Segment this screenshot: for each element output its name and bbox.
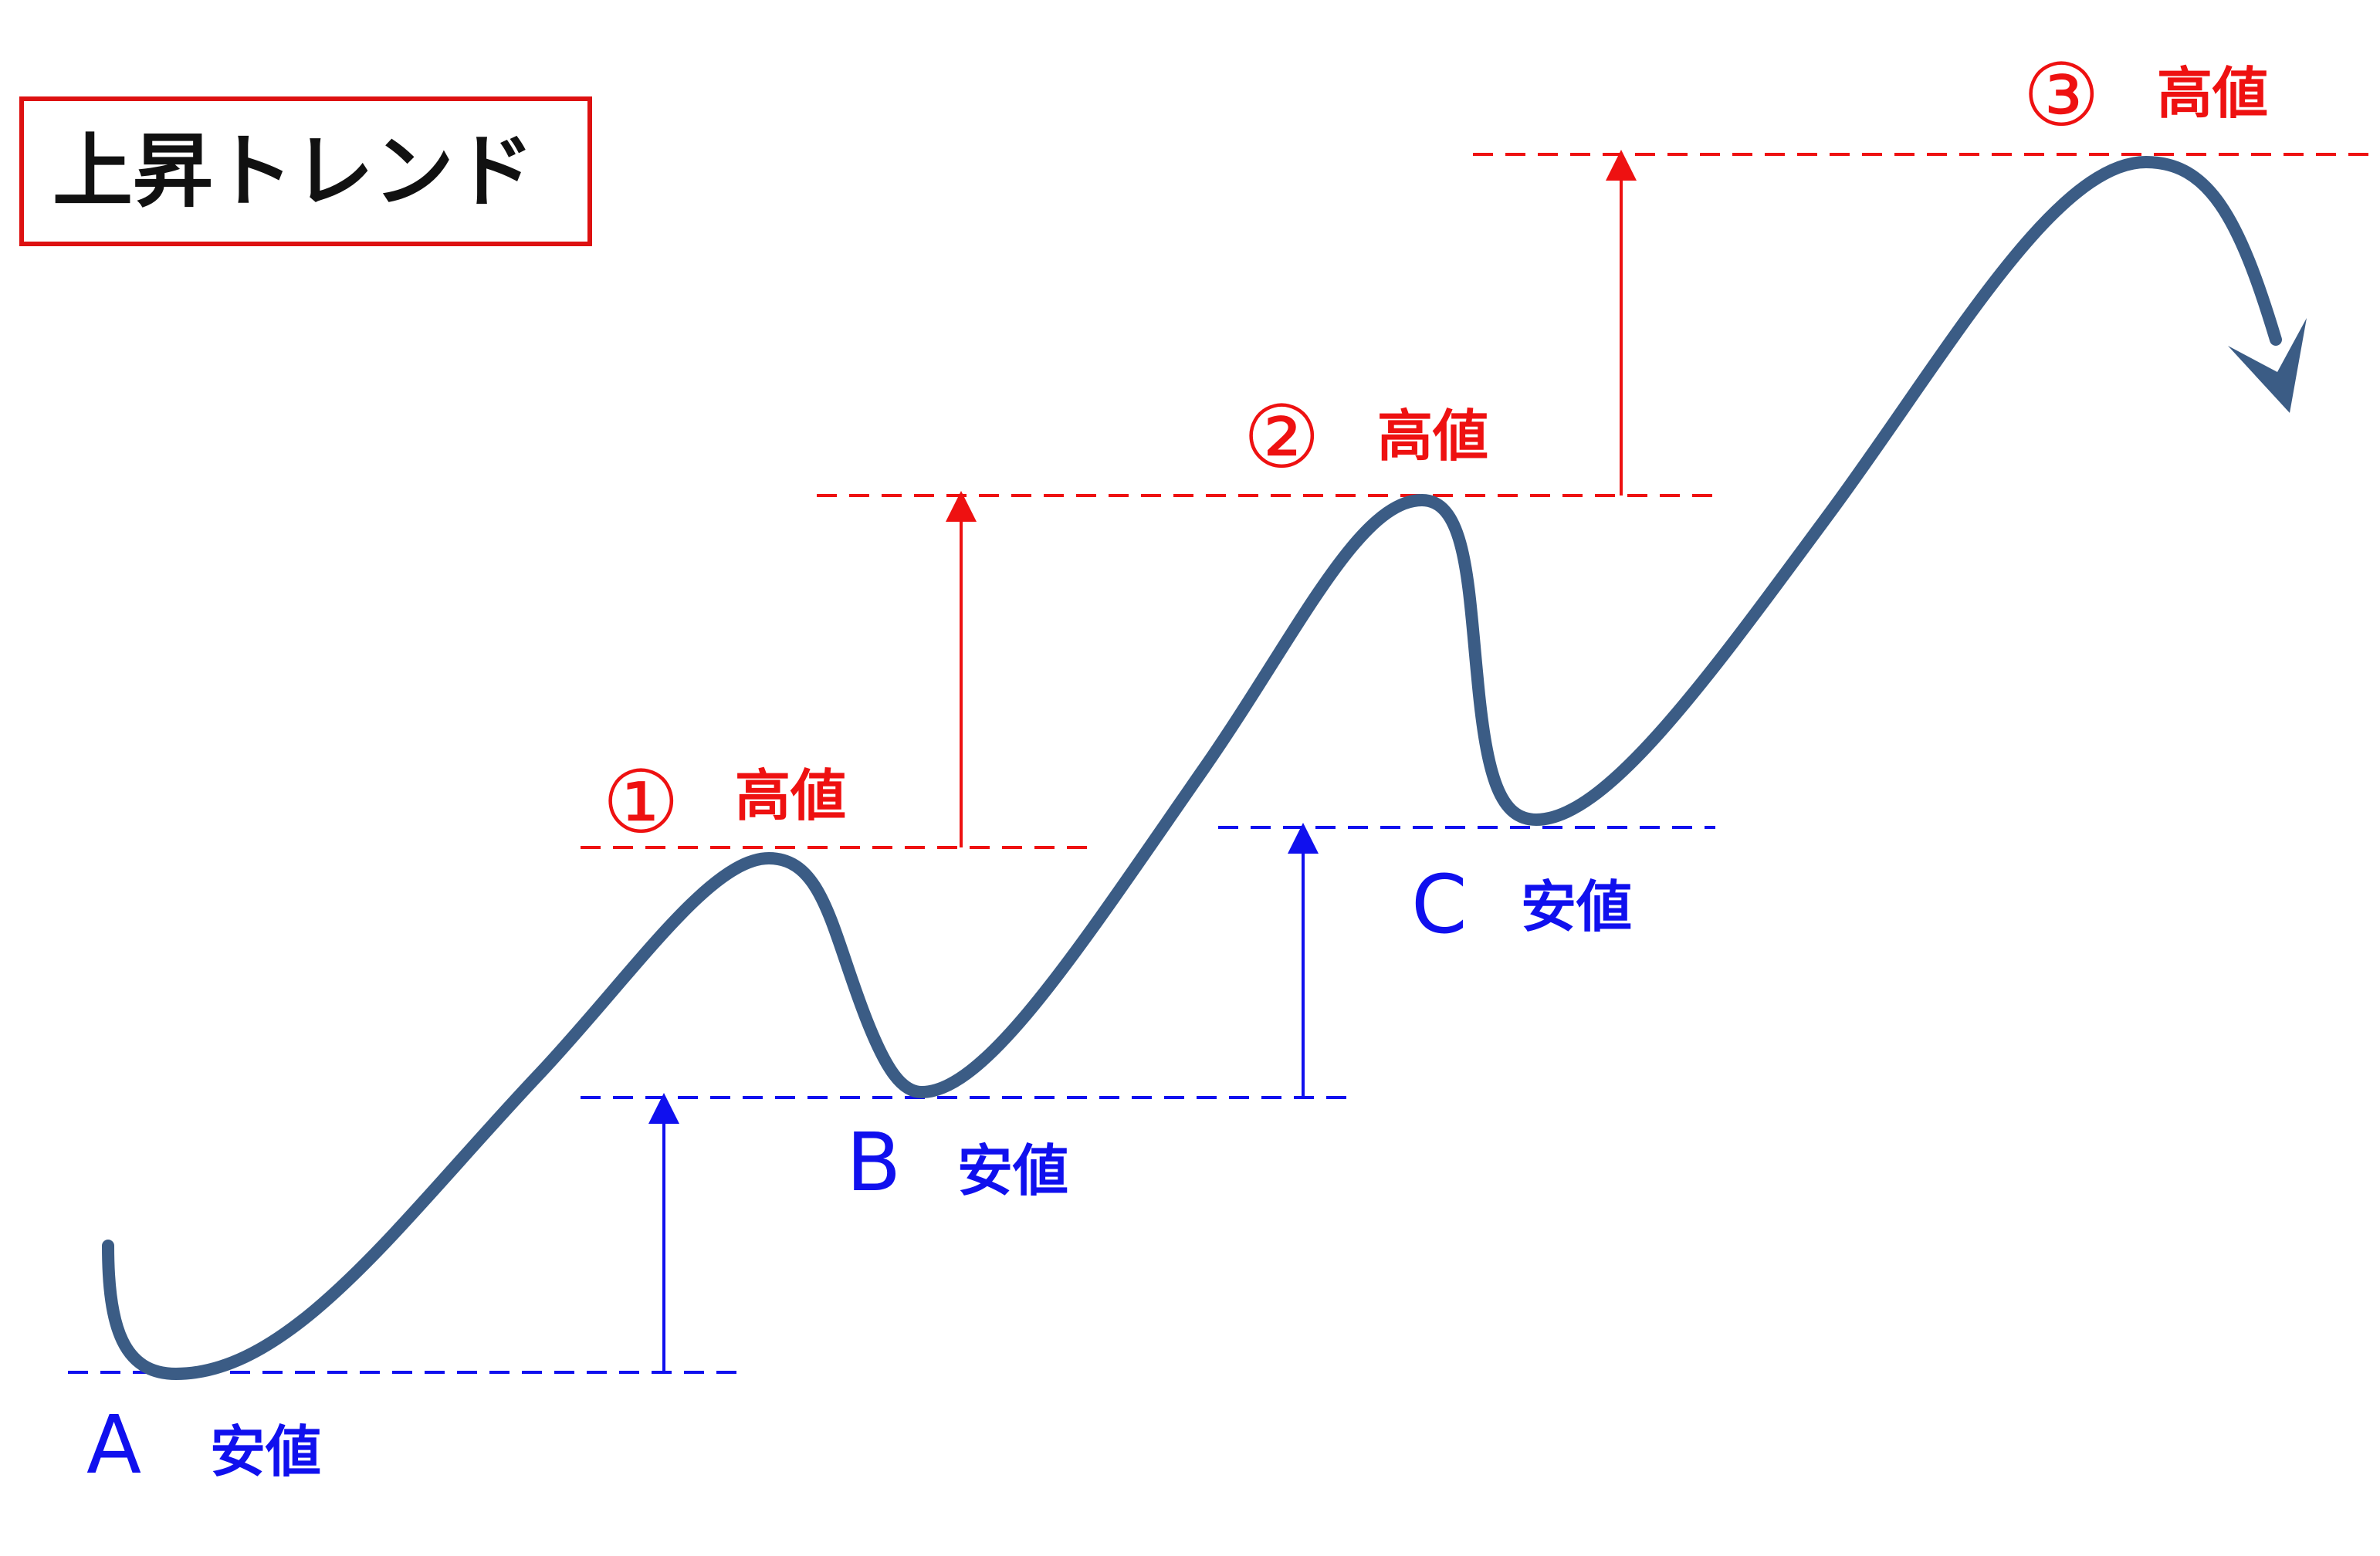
low-text-c: 安値 bbox=[1521, 874, 1632, 939]
high-text-2: 高値 bbox=[1377, 404, 1488, 468]
curve-arrowhead bbox=[2228, 318, 2307, 413]
low-text-a: 安値 bbox=[210, 1419, 321, 1484]
high-label-1: ① 高値 bbox=[602, 753, 846, 853]
low-label-b: B 安値 bbox=[846, 1115, 1068, 1209]
high-text-1: 高値 bbox=[735, 763, 846, 828]
title-border bbox=[19, 96, 592, 246]
step-arrows bbox=[648, 150, 1637, 1372]
price-curve bbox=[102, 155, 2282, 1381]
low-lines bbox=[68, 826, 1715, 1374]
low-marker-c: C bbox=[1411, 857, 1468, 952]
low-label-a: A 安値 bbox=[86, 1398, 321, 1492]
high-text-3: 高値 bbox=[2157, 61, 2268, 126]
high-marker-3: ③ bbox=[2023, 46, 2100, 146]
title: 上昇トレンド bbox=[52, 124, 534, 218]
low-marker-a: A bbox=[86, 1398, 141, 1492]
high-marker-1: ① bbox=[602, 753, 679, 853]
low-label-c: C 安値 bbox=[1411, 857, 1632, 952]
low-text-b: 安値 bbox=[957, 1138, 1068, 1203]
trend-curve bbox=[102, 155, 2307, 1381]
title-box: 上昇トレンド bbox=[19, 96, 592, 246]
high-label-3: ③ 高値 bbox=[2023, 46, 2268, 146]
high-label-2: ② 高値 bbox=[1243, 387, 1488, 488]
low-marker-b: B bbox=[846, 1115, 901, 1209]
high-marker-2: ② bbox=[1243, 387, 1320, 488]
